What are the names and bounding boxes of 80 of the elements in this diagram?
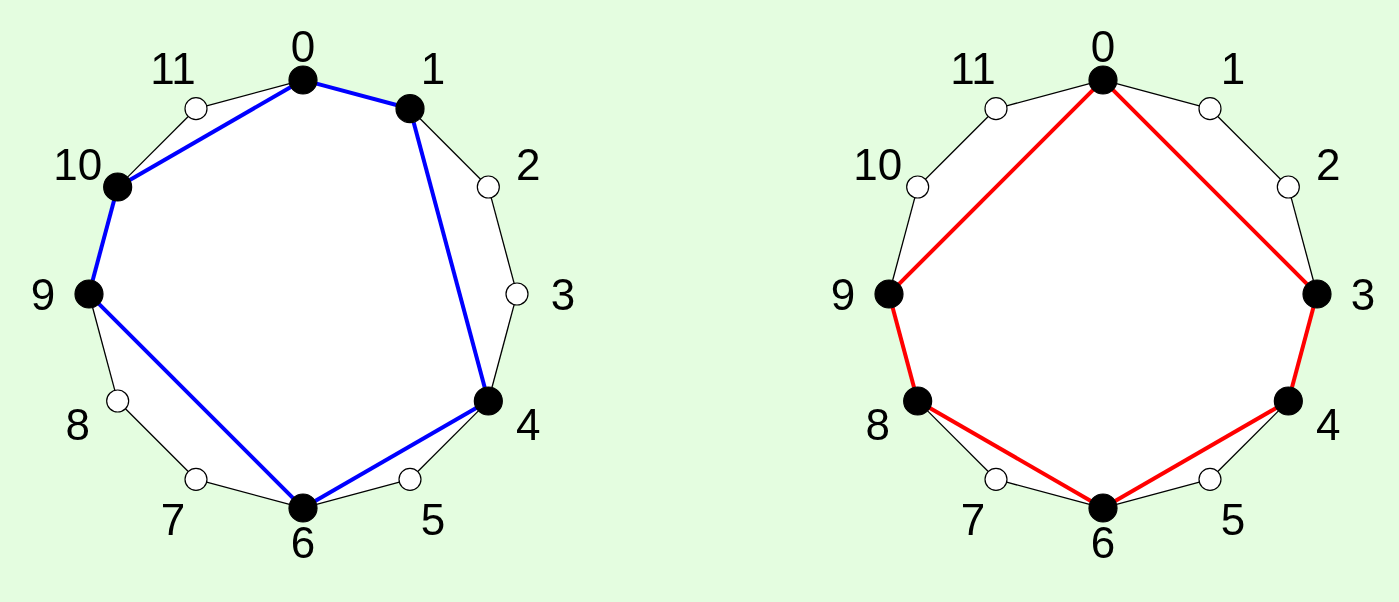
side-line [126,115,189,178]
vertex-number: 0 [290,21,316,71]
vertex-number: 3 [550,269,576,319]
vertex-number: 9 [30,269,56,319]
vertex-number: 8 [865,399,891,449]
vertex-number: 4 [1315,399,1341,449]
vertex-number: 0 [1090,21,1116,71]
filled-dot [288,493,318,523]
side-line [491,304,515,389]
side-line [1115,82,1200,107]
side-line [417,410,480,473]
vertex-number: 1 [1220,44,1246,94]
side-line [419,117,482,180]
filled-dot [903,386,933,416]
chord-line [411,121,487,388]
chord-line [928,406,1092,503]
vertex-number: 8 [65,399,91,449]
chord-line [90,200,116,281]
vertex-number: 6 [1090,517,1116,567]
side-line [91,306,116,391]
open-circle [906,175,930,199]
open-circle [476,175,500,199]
filled-dot [74,279,104,309]
filled-dot [473,386,503,416]
side-line [1006,481,1091,506]
vertex-number: 9 [830,269,856,319]
side-line [891,197,916,282]
open-circle [184,467,208,491]
open-circle [106,389,130,413]
filled-dot [1088,493,1118,523]
filled-dot [874,279,904,309]
chord-line [1111,88,1309,286]
filled-dot [1273,386,1303,416]
side-line [1217,115,1282,180]
vertex-number: 10 [53,139,103,189]
vertex-number: 3 [1350,269,1376,319]
side-line [926,410,989,473]
filled-dot [1302,279,1332,309]
filled-dot [103,172,133,202]
open-circle [1198,97,1222,121]
vertex-number: 2 [1315,139,1341,189]
vertex-number: 11 [150,44,196,94]
filled-dot [1088,65,1118,95]
filled-dot [288,65,318,95]
vertex-number: 7 [960,494,986,544]
vertex-number: 10 [853,139,903,189]
vertex-number: 5 [420,494,446,544]
side-line [206,481,291,506]
chord-line [316,81,397,107]
vertex-number: 4 [515,399,541,449]
chord-line [1114,406,1278,503]
side-line [315,481,400,506]
open-circle [505,282,529,306]
open-circle [984,467,1008,491]
open-circle [1276,175,1300,199]
open-circle [1198,467,1222,491]
vertex-number: 1 [420,44,446,94]
side-line [1115,481,1200,506]
side-line [124,408,189,473]
chord-line [97,302,295,500]
vertex-number: 7 [160,494,186,544]
vertex-number: 6 [290,517,316,567]
side-line [924,115,989,180]
chord-line [128,85,292,182]
vertex-number: 5 [1220,494,1246,544]
chord-line [897,88,1095,286]
vertex-number: 11 [950,44,996,94]
side-line [206,82,291,107]
chord-line [314,406,478,503]
side-line [1290,197,1315,282]
side-line [490,197,515,284]
chord-line [890,307,916,388]
open-circle [984,97,1008,121]
side-line [1006,82,1091,107]
open-circle [184,97,208,121]
side-line [1217,410,1280,473]
vertex-number: 2 [515,139,541,189]
open-circle [398,467,422,491]
filled-dot [395,94,425,124]
chord-line [1290,307,1316,388]
